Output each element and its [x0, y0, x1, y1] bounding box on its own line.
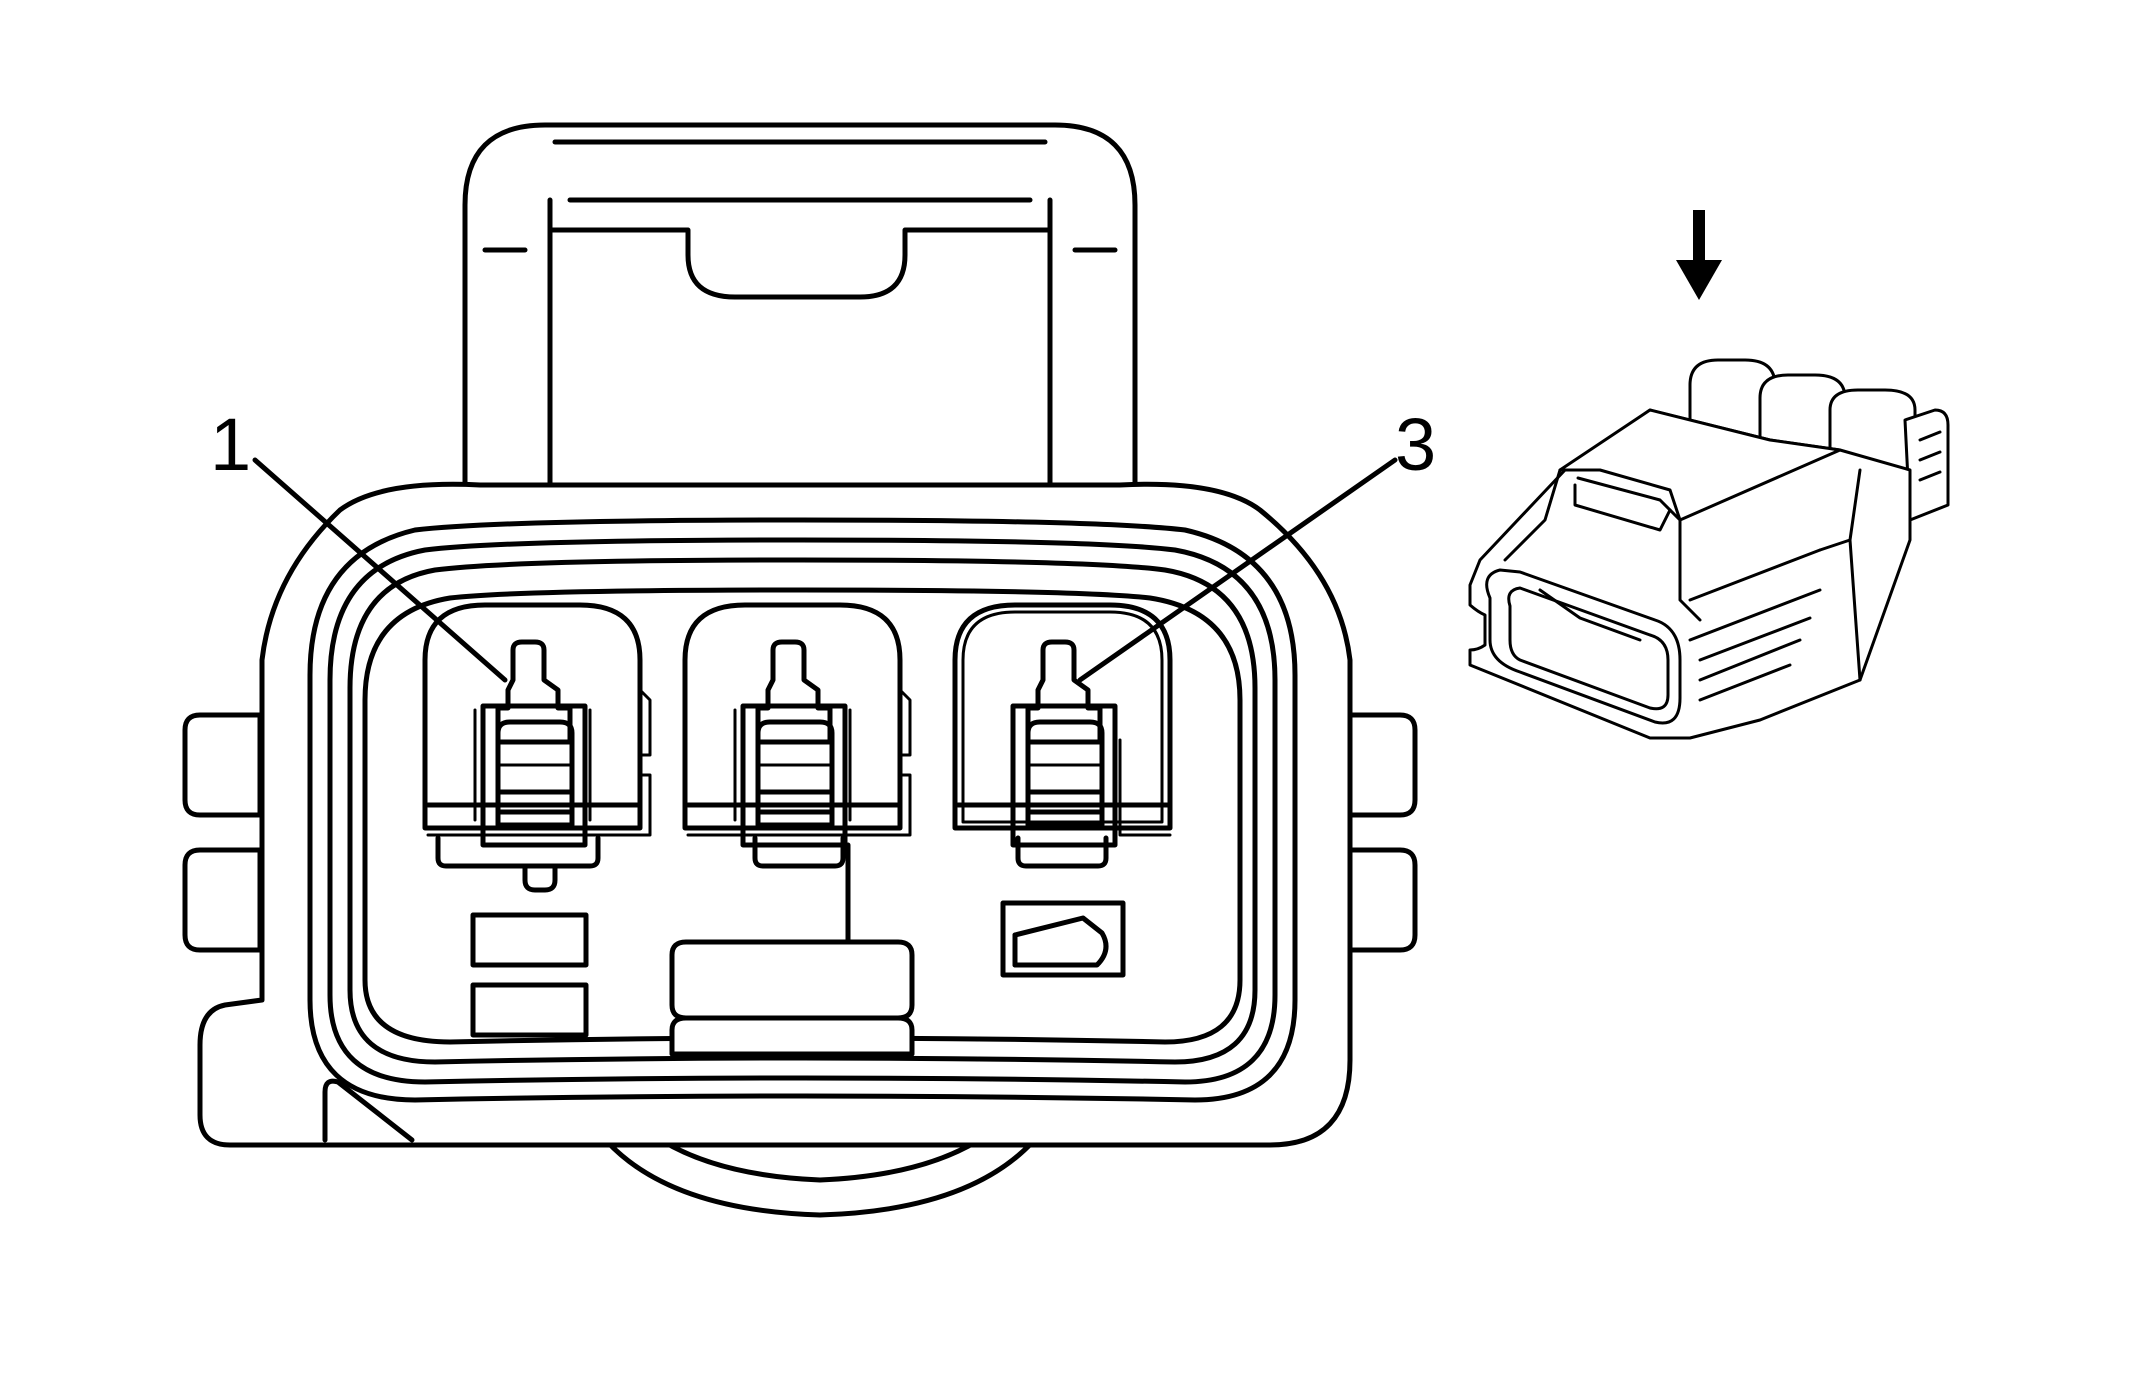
- arrow-down-icon: [1676, 210, 1722, 300]
- terminal-cavity-2: [682, 602, 912, 953]
- coding-keys-left: [470, 912, 589, 1038]
- callout-pin1: 1: [210, 403, 251, 486]
- bottom-boss-inner: [637, 1122, 1003, 1183]
- right-mounting-ears: [1337, 712, 1418, 953]
- seal-ring-outer: [307, 517, 1298, 1103]
- terminal-cavity-3: [952, 602, 1173, 869]
- cavity-outline: [362, 587, 1243, 1045]
- coding-key-right: [1000, 900, 1126, 978]
- seal-ring-inner: [347, 557, 1258, 1065]
- locking-tab: [462, 122, 1138, 498]
- terminal-cavity-1: [422, 602, 652, 893]
- housing-notch: [322, 1078, 415, 1143]
- connector-face-view: 1 3: [182, 122, 1436, 1218]
- coding-key-center: [669, 939, 915, 1057]
- leader-line-pin1: [252, 457, 508, 683]
- callout-pin3: 3: [1395, 403, 1436, 486]
- leader-line-pin3: [1077, 457, 1398, 683]
- connector-3d-thumbnail: [1468, 358, 1950, 740]
- left-mounting-ears: [182, 712, 263, 953]
- seal-ring-middle: [327, 537, 1278, 1085]
